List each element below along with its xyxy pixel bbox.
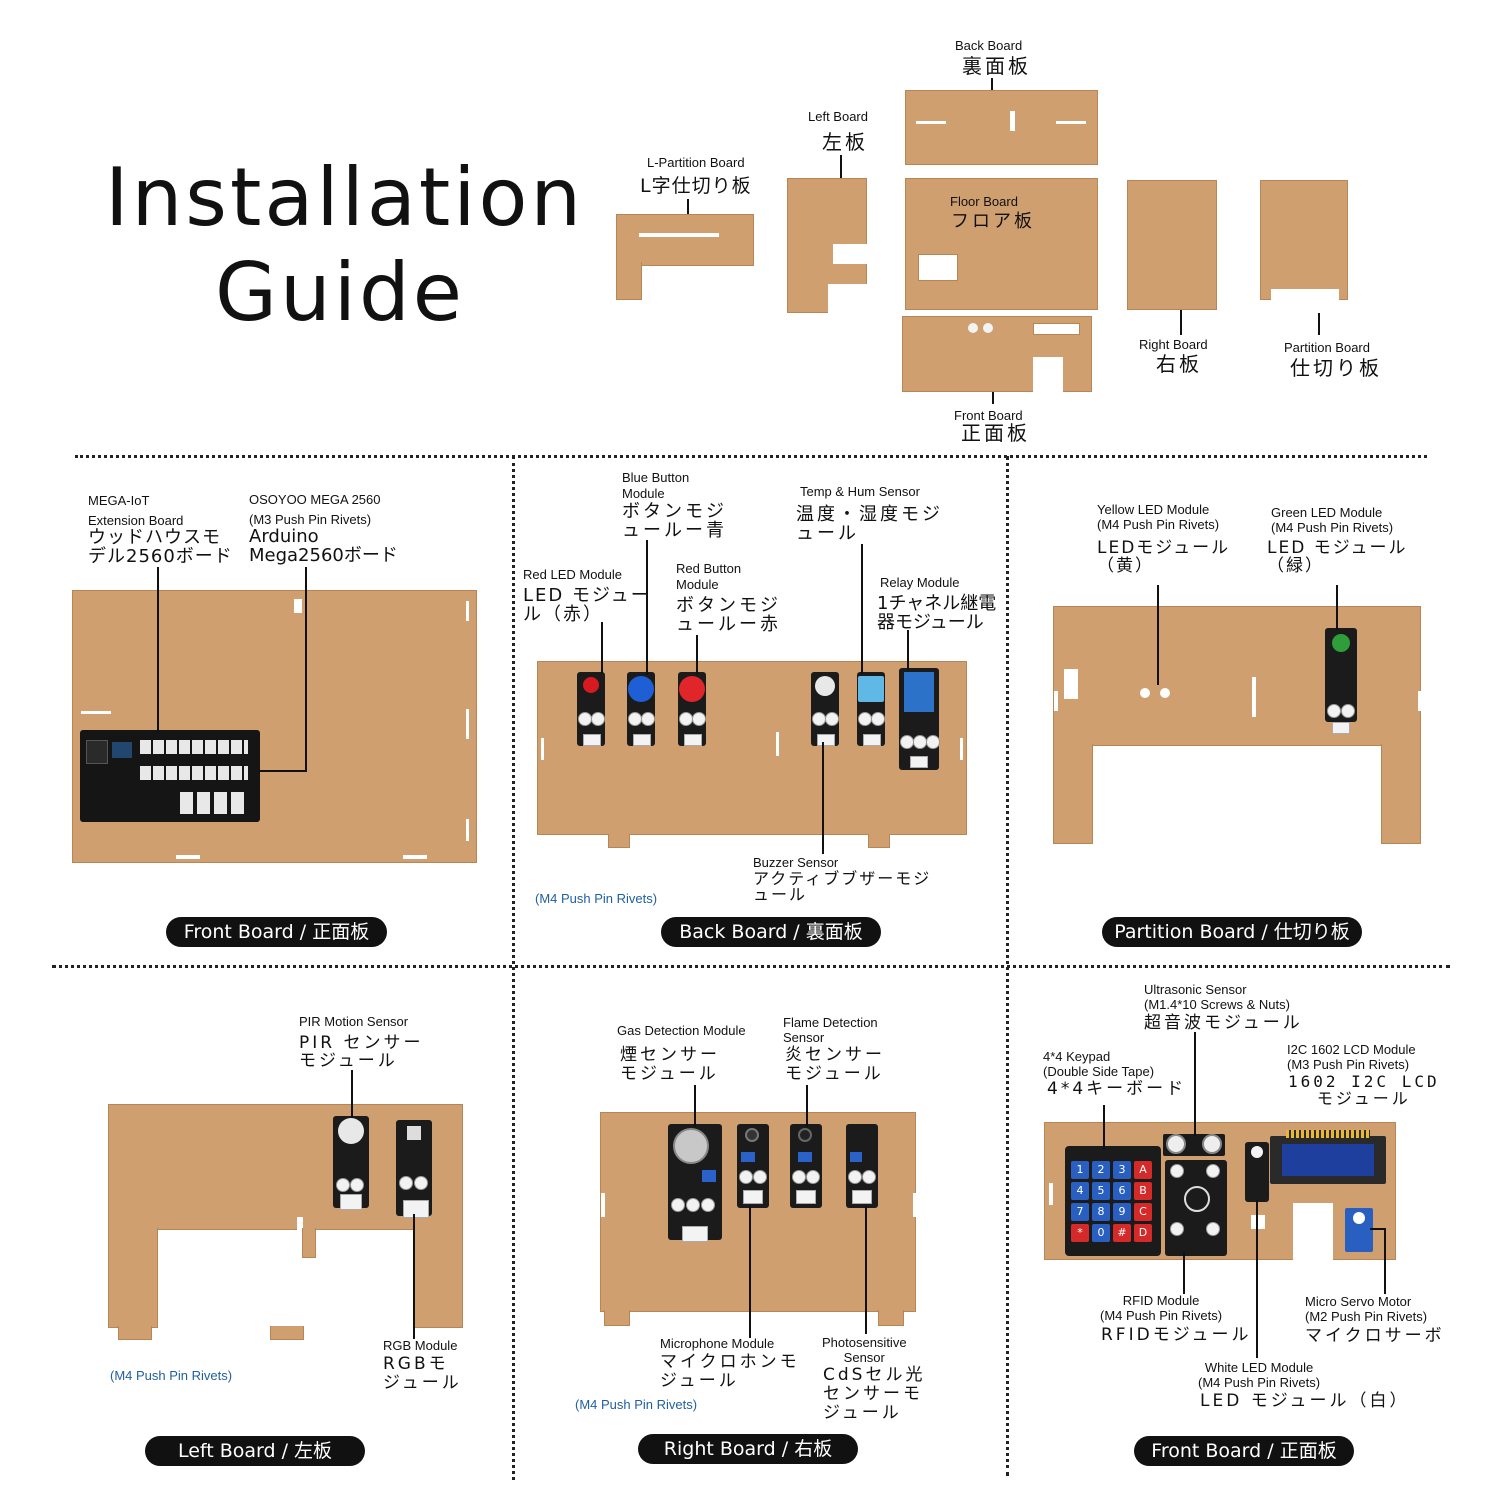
- pill-right-board: Right Board / 右板: [638, 1434, 858, 1464]
- label-partition-board-jp: 仕切り板: [1290, 356, 1382, 380]
- photo-jp: CdSセル光 センサーモ ジュール: [823, 1365, 926, 1423]
- overview-partition-board: [1260, 180, 1348, 301]
- partition-board: [1053, 606, 1422, 746]
- keypad-key: 8: [1092, 1203, 1110, 1221]
- pill-left-board: Left Board / 左板: [145, 1436, 365, 1466]
- red-button-jp: ボタンモジ ュールー赤: [676, 595, 781, 635]
- flame-en: Flame Detection Sensor: [783, 1015, 878, 1045]
- yellow-led-en: Yellow LED Module (M4 Push Pin Rivets): [1097, 502, 1220, 532]
- label-floor-board-en: Floor Board: [950, 194, 1018, 209]
- label-back-board-jp: 裏面板: [962, 54, 1031, 78]
- buzzer-en: Buzzer Sensor: [753, 855, 839, 870]
- temp-hum-en: Temp & Hum Sensor: [800, 484, 920, 499]
- keypad-key: 1: [1071, 1161, 1089, 1179]
- mic-jp: マイクロホンモ ジュール: [660, 1352, 800, 1391]
- keypad-key: #: [1113, 1224, 1131, 1242]
- relay-en: Relay Module: [880, 575, 960, 590]
- keypad-key: 5: [1092, 1182, 1110, 1200]
- white-led-en: White LED Module (M4 Push Pin Rivets): [1198, 1360, 1321, 1390]
- temp-hum-jp: 温度・湿度モジ ュール: [796, 504, 943, 544]
- lcd-en: I2C 1602 LCD Module (M3 Push Pin Rivets): [1287, 1042, 1416, 1072]
- lcd-jp: 1602 I2C LCD モジュール: [1288, 1072, 1440, 1108]
- rgb-en: RGB Module: [383, 1338, 458, 1353]
- keypad-key: 9: [1113, 1203, 1131, 1221]
- mega-board-jp: Arduino Mega2560ボード: [249, 526, 398, 566]
- label-floor-board-jp: フロア板: [951, 211, 1035, 232]
- back-rivets-note: (M4 Push Pin Rivets): [535, 891, 658, 906]
- keypad-key: D: [1134, 1224, 1152, 1242]
- overview-floor-board: [905, 178, 1098, 310]
- keypad-key: 0: [1092, 1224, 1110, 1242]
- title-line2: Guide: [215, 246, 465, 339]
- mic-en: Microphone Module: [660, 1336, 775, 1351]
- keypad-key: 6: [1113, 1182, 1131, 1200]
- keypad-key: *: [1071, 1224, 1089, 1242]
- label-front-board-jp: 正面板: [961, 421, 1030, 445]
- label-partition-board-en: Partition Board: [1284, 340, 1370, 355]
- keypad-en: 4*4 Keypad (Double Side Tape): [1043, 1049, 1155, 1079]
- keypad-key: 2: [1092, 1161, 1110, 1179]
- title-line1: Installation: [105, 151, 585, 244]
- ext-board-en: MEGA-IoT Extension Board: [88, 493, 184, 528]
- red-button-en: Red Button Module: [676, 561, 742, 592]
- rfid-jp: RFIDモジュール: [1101, 1325, 1252, 1345]
- relay-jp: 1チャネル継電 器モジュール: [877, 593, 997, 633]
- yellow-led-jp: LEDモジュール （黄）: [1097, 538, 1231, 576]
- keypad-key: 3: [1113, 1161, 1131, 1179]
- servo-en: Micro Servo Motor (M2 Push Pin Rivets): [1305, 1294, 1428, 1324]
- gas-en: Gas Detection Module: [617, 1023, 746, 1038]
- back-board: [537, 661, 967, 835]
- overview-back-board: [905, 90, 1098, 165]
- left-rivets-note: (M4 Push Pin Rivets): [110, 1368, 233, 1383]
- ext-board-jp: ウッドハウスモ デル2560ボード: [88, 527, 233, 567]
- flame-jp: 炎センサー モジュール: [785, 1045, 885, 1084]
- keypad-jp: 4*4キーボード: [1047, 1079, 1187, 1099]
- overview-front-board: [902, 316, 1092, 393]
- pill-partition-board: Partition Board / 仕切り板: [1102, 917, 1362, 947]
- label-l-partition-en: L-Partition Board: [647, 155, 745, 170]
- label-right-board-jp: 右板: [1156, 352, 1202, 376]
- overview-right-board: [1127, 180, 1217, 310]
- label-left-board-jp: 左板: [822, 130, 868, 154]
- ultrasonic-jp: 超音波モジュール: [1144, 1013, 1303, 1033]
- white-led-jp: LED モジュール（白）: [1200, 1391, 1410, 1411]
- overview-l-partition-board: [616, 214, 754, 266]
- label-front-board-en: Front Board: [954, 408, 1023, 423]
- blue-button-jp: ボタンモジ ュールー青: [622, 501, 727, 541]
- keypad-key: 7: [1071, 1203, 1089, 1221]
- overview-left-board: [787, 178, 868, 314]
- photo-en: Photosensitive Sensor: [822, 1335, 907, 1365]
- front-board-1: [72, 590, 477, 863]
- pill-front-board-2: Front Board / 正面板: [1134, 1436, 1354, 1466]
- label-right-board-en: Right Board: [1139, 337, 1208, 352]
- red-led-jp: LED モジュー ル（赤）: [523, 585, 651, 625]
- green-led-en: Green LED Module (M4 Push Pin Rivets): [1271, 505, 1394, 535]
- rfid-en: RFID Module (M4 Push Pin Rivets): [1100, 1293, 1223, 1323]
- pill-front-board-1: Front Board / 正面板: [166, 917, 387, 947]
- label-back-board-en: Back Board: [955, 38, 1023, 53]
- keypad-key: B: [1134, 1182, 1152, 1200]
- blue-button-en: Blue Button Module: [622, 470, 690, 501]
- keypad-key: A: [1134, 1161, 1152, 1179]
- keypad-key: 4: [1071, 1182, 1089, 1200]
- buzzer-jp: アクティブブザーモジ ュール: [753, 869, 932, 904]
- gas-jp: 煙センサー モジュール: [620, 1045, 720, 1084]
- mega-board-en: OSOYOO MEGA 2560 (M3 Push Pin Rivets): [249, 492, 381, 527]
- pir-en: PIR Motion Sensor: [299, 1014, 409, 1029]
- label-left-board-en: Left Board: [808, 109, 868, 124]
- green-led-jp: LED モジュール （緑）: [1267, 538, 1408, 576]
- pir-jp: PIR センサー モジュール: [299, 1033, 424, 1071]
- pill-back-board: Back Board / 裏面板: [661, 917, 881, 947]
- keypad-key: C: [1134, 1203, 1152, 1221]
- right-rivets-note: (M4 Push Pin Rivets): [575, 1397, 698, 1412]
- rgb-jp: RGBモ ジュール: [383, 1354, 462, 1393]
- servo-jp: マイクロサーボ: [1305, 1326, 1445, 1346]
- red-led-en: Red LED Module: [523, 567, 622, 582]
- ultrasonic-en: Ultrasonic Sensor (M1.4*10 Screws & Nuts…: [1144, 982, 1290, 1012]
- label-l-partition-jp: L字仕切り板: [640, 175, 752, 197]
